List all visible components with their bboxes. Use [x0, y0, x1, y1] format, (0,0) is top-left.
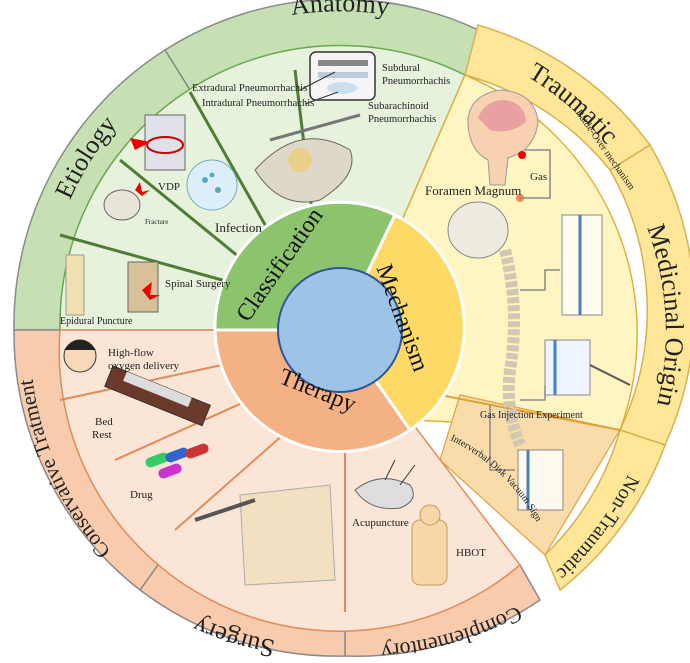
ring-non-traumatic: [544, 429, 666, 592]
epidural-spine-illustration: [65, 254, 85, 316]
oxygen-label-1: High-flow: [108, 347, 154, 359]
vertebra-diagram-lower: [517, 449, 564, 511]
subarachnoid-label-2: Pneumorrhachis: [368, 114, 436, 125]
vertebra-diagram-upper: [561, 214, 603, 316]
mechanism-arrows: [489, 149, 560, 471]
ring-anatomy-label: Anatomy: [289, 0, 391, 21]
bed-label-2: Rest: [92, 429, 112, 441]
center-circle: [277, 267, 403, 393]
skull-illustration: [103, 189, 141, 221]
acupuncture-label: Acupuncture: [352, 517, 409, 529]
spine-illustration: [499, 248, 526, 448]
infection-illustration: [186, 159, 238, 211]
bed-label-1: Bed: [95, 416, 113, 428]
vertebra-diagram-middle: [544, 339, 591, 396]
intradural-label: Intradural Pneumorrhachis: [202, 98, 314, 109]
infection-label: Infection: [215, 220, 262, 235]
pills-illustration: [145, 443, 209, 479]
gas-label: Gas: [530, 171, 547, 183]
extradural-label: Extradural Pneumorrhachis: [192, 83, 307, 94]
epidural-puncture-label: Epidural Puncture: [60, 316, 133, 327]
surgery-back-illustration: [239, 484, 336, 586]
therapy-dividers: [59, 359, 346, 612]
acupuncture-illustration: [354, 478, 414, 510]
hbot-illustration: [411, 519, 448, 586]
inner-core: [213, 200, 466, 453]
fracture-label: Fracture: [145, 218, 168, 226]
subdural-label-1: Subdural: [382, 63, 420, 74]
subarachnoid-label-1: Subarachinoid: [368, 101, 429, 112]
hbot-label: HBOT: [456, 547, 486, 559]
vdp-spine-illustration: [144, 114, 186, 171]
drug-label: Drug: [130, 489, 153, 501]
spinal-surgery-illustration: [127, 261, 159, 313]
skull-side-illustration: [447, 201, 509, 259]
illustrations: [63, 51, 631, 586]
subdural-label-2: Pneumorrhachis: [382, 76, 450, 87]
vdp-label: VDP: [158, 181, 180, 193]
foramen-magnum-label: Foramen Magnum: [425, 183, 521, 198]
gas-injection-label: Gas Injection Experiment: [480, 410, 583, 421]
spinal-surgery-label: Spinal Surgery: [165, 278, 231, 290]
oxygen-label-2: oxygen delivery: [108, 360, 180, 372]
